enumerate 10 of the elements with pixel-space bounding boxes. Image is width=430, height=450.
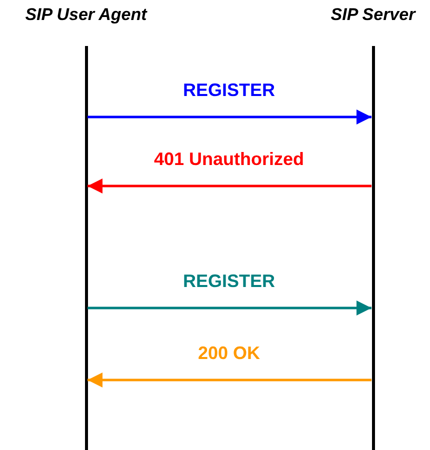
lifeline-header: SIP User Agent [25, 4, 147, 26]
message-label: 200 OK [198, 342, 260, 364]
message-label: 401 Unauthorized [154, 148, 304, 170]
message-label: REGISTER [183, 79, 275, 101]
message-arrow [88, 178, 372, 194]
message-arrow [88, 300, 372, 316]
message-arrow [88, 372, 372, 388]
message-arrow [88, 110, 372, 124]
lifeline-header: SIP Server [330, 4, 416, 26]
message-label: REGISTER [183, 270, 275, 292]
